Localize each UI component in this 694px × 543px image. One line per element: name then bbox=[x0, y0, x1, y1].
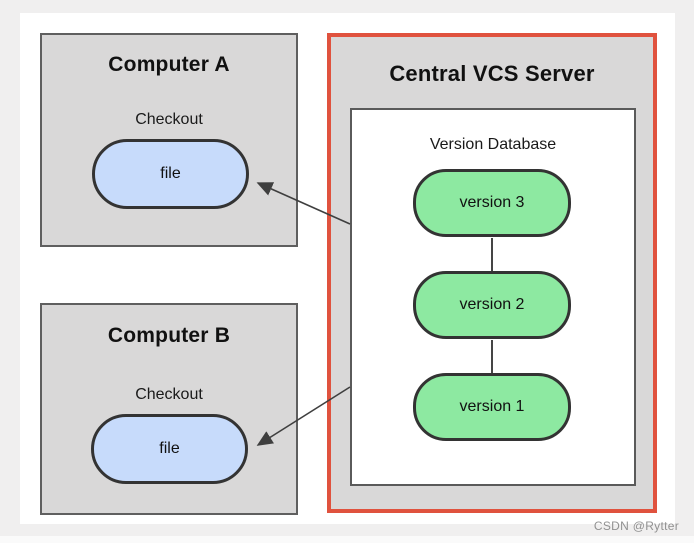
version-3-label: version 3 bbox=[459, 194, 525, 211]
version-1-pill: version 1 bbox=[413, 373, 571, 441]
computer-a-checkout-label: Checkout bbox=[135, 111, 203, 128]
computer-a-title: Computer A bbox=[108, 53, 230, 76]
version-database-title: Version Database bbox=[429, 136, 557, 153]
computer-b-file-pill: file bbox=[91, 414, 248, 484]
computer-b-checkout-label: Checkout bbox=[135, 386, 203, 403]
version-database-box: Version Database version 3 version 2 ver… bbox=[350, 108, 636, 486]
version-3-pill: version 3 bbox=[413, 169, 571, 237]
computer-b-box: Computer B Checkout file bbox=[40, 303, 298, 515]
version-1-label: version 1 bbox=[459, 398, 525, 415]
computer-b-title: Computer B bbox=[107, 324, 231, 347]
watermark-text: CSDN @Rytter bbox=[593, 519, 679, 533]
bottom-strip bbox=[0, 536, 694, 543]
central-vcs-server-box: Central VCS Server Version Database vers… bbox=[327, 33, 657, 513]
version-2-pill: version 2 bbox=[413, 271, 571, 339]
central-vcs-server-title: Central VCS Server bbox=[389, 61, 595, 86]
computer-a-box: Computer A Checkout file bbox=[40, 33, 298, 247]
version-2-label: version 2 bbox=[459, 296, 525, 313]
computer-b-file-label: file bbox=[159, 440, 180, 457]
computer-a-file-label: file bbox=[160, 165, 181, 182]
computer-a-file-pill: file bbox=[92, 139, 249, 209]
